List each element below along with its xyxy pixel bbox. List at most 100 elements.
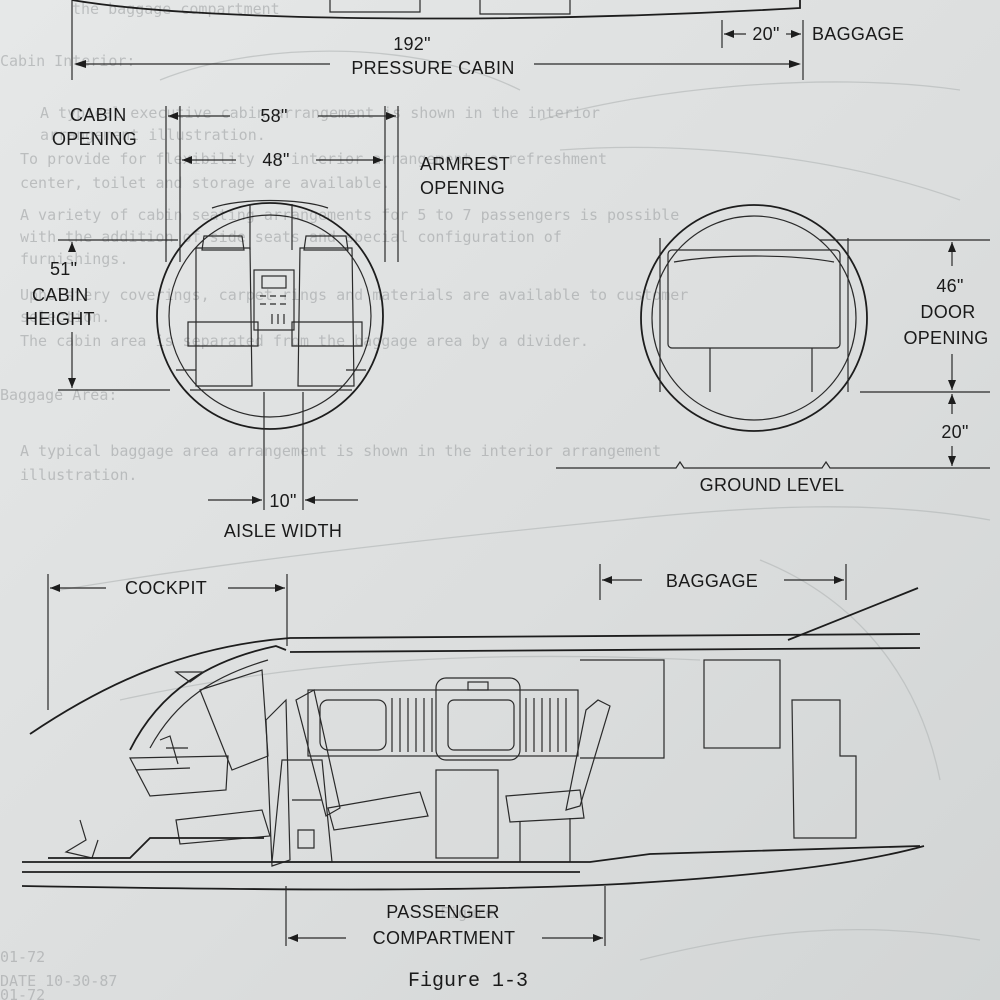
bg-line: To provide for flexibility in interior a… [20, 150, 607, 168]
bg-line: arrangement illustration. [40, 126, 266, 144]
arrowhead [724, 30, 734, 38]
arrowhead [834, 576, 844, 584]
tail-fairing-line [787, 587, 919, 641]
pressure-cabin-label: PRESSURE CABIN [351, 58, 514, 78]
seat-pedestal [271, 759, 333, 863]
ceiling-line [289, 647, 921, 653]
bg-line: 01-72 [0, 986, 45, 1000]
window-shades [391, 698, 567, 752]
arrowhead [275, 584, 285, 592]
baggage-bin-upper [703, 659, 781, 749]
arrowhead [288, 934, 298, 942]
passenger-seat-1-back [295, 689, 341, 817]
passenger-compartment-label: PASSENGER [386, 902, 499, 922]
arrowhead [948, 456, 956, 466]
compass [174, 671, 206, 683]
armrest-label: OPENING [420, 178, 505, 198]
cabin-height-label: HEIGHT [25, 309, 95, 329]
cabin-side-profile [21, 564, 925, 946]
rudder-pedal [64, 819, 99, 859]
bg-line: Figure [440, 904, 494, 922]
pilot-seat-back [265, 698, 291, 867]
pressure-cabin-plan [71, 0, 804, 80]
cabin-floor-line [22, 845, 921, 863]
aisle-width-label: AISLE WIDTH [224, 521, 342, 541]
fuselage-top-line [29, 633, 921, 735]
door-opening-dimension: 46" [936, 276, 963, 296]
side-table [435, 769, 499, 859]
bg-line: The cabin area is separated from the bag… [20, 332, 589, 350]
passenger-seat-2-back [565, 699, 611, 811]
ghost-fuselage-lines [639, 559, 981, 961]
console-controls [260, 295, 286, 324]
arrowhead [948, 380, 956, 390]
headliner [211, 199, 329, 250]
bg-line: DATE 10-30-87 [0, 972, 117, 990]
cockpit-floor [48, 837, 264, 859]
arrowhead [305, 496, 315, 504]
arrowhead [252, 496, 262, 504]
armrest-label: ARMREST [420, 154, 510, 174]
cabin-floor [176, 369, 366, 391]
arrowhead [602, 576, 612, 584]
left-seat [187, 235, 259, 387]
figure-caption: Figure 1-3 [408, 970, 528, 993]
cabin-wall-panel [307, 689, 579, 757]
bg-line: center, toilet and storage are available… [20, 174, 390, 192]
door-fuselage-inner-ring [651, 215, 857, 421]
door-panel-top [673, 255, 835, 263]
bulkhead [580, 659, 665, 759]
arrowhead [593, 934, 603, 942]
baggage-length-dimension: 20" [752, 24, 779, 44]
cabinet-latch [467, 681, 489, 691]
bg-line: illustration. [20, 466, 137, 484]
cabinet-window-glass [447, 699, 515, 751]
windshield-frame [129, 645, 287, 751]
cabin-opening-label: OPENING [52, 129, 137, 149]
fuselage-inner-ring [168, 214, 372, 418]
door-opening-label: DOOR [920, 302, 975, 322]
arrowhead [182, 156, 192, 164]
bg-line: selection. [20, 308, 110, 326]
arrowhead [68, 378, 76, 388]
door-fuselage-outer-ring [640, 204, 868, 432]
door-frame-sides [659, 238, 849, 392]
cabin-opening-dimension: 58" [260, 106, 287, 126]
arrowhead [50, 584, 60, 592]
bg-line: furnishings. [20, 250, 128, 268]
pressure-cabin-dimension: 192" [393, 34, 431, 54]
door-opening-label: OPENING [903, 328, 988, 348]
door-cross-section [556, 204, 990, 469]
passenger-seat-2-cushion [505, 789, 585, 823]
cockpit-label: COCKPIT [125, 578, 207, 598]
baggage-top-label: BAGGAGE [812, 24, 904, 44]
cabin-plan-outline [71, 0, 801, 20]
instrument-panel [129, 755, 229, 797]
passenger-seat-1-cushion [327, 791, 429, 831]
bg-line: Cabin Interior: [0, 52, 135, 70]
bg-line: Baggage Area: [0, 386, 117, 404]
ground-level-label: GROUND LEVEL [700, 475, 845, 495]
fuselage-outer-ring [156, 202, 384, 430]
arrowhead [789, 60, 801, 68]
windshield-inner [149, 659, 269, 749]
cabin-window [319, 699, 387, 751]
passenger-compartment-label: COMPARTMENT [373, 928, 516, 948]
bg-line: with the addition of side seats and spec… [20, 228, 562, 246]
right-seat [291, 235, 363, 387]
passenger-seat-2-legs [519, 818, 571, 862]
center-console [253, 269, 295, 331]
armrest-dimension: 48" [262, 150, 289, 170]
ghost-aircraft-lines [159, 50, 961, 201]
pilot-seat-cushion [175, 809, 271, 845]
arrowhead [948, 242, 956, 252]
ground-clearance-dimension: 20" [941, 422, 968, 442]
baggage-bin-lower [791, 699, 857, 839]
cabin-cross-section [58, 106, 399, 510]
arrowhead [386, 112, 396, 120]
cabin-height-label: CABIN [32, 285, 89, 305]
cabin-height-dimension: 51" [50, 259, 77, 279]
door-panel [667, 249, 841, 349]
